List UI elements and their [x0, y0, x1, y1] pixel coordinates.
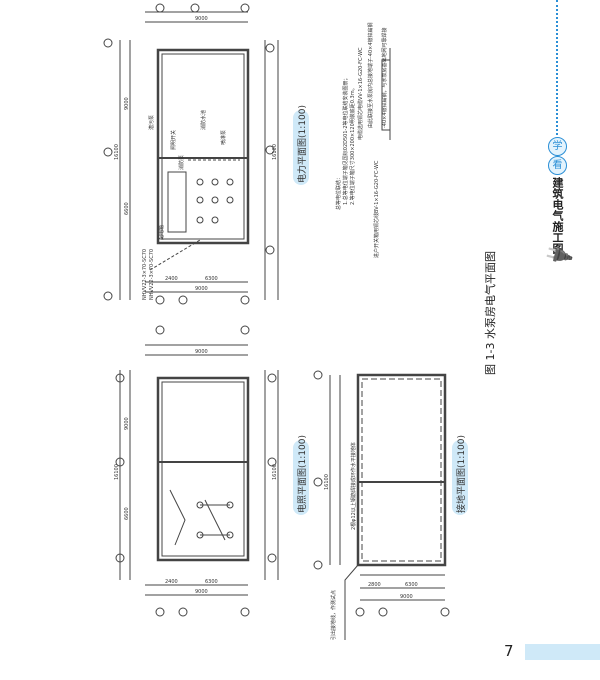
drawing-label: 2400: [165, 276, 178, 282]
dotted-divider: [556, 0, 558, 135]
drawing-label: 16100: [114, 464, 120, 480]
drawing-label: 引出接地线，作测试点: [330, 590, 337, 640]
dimensions: 16100 6600 9000 16100 9000 9000 2400 630…: [114, 16, 418, 600]
drawing-label: NHVV22-3×70-SC70: [142, 249, 148, 300]
drawing-label: 消防水池: [200, 110, 207, 130]
power-plan-notes: 总等电位联结： 1.总等电位端子箱见国标02D501-2等电位联结安装图册； 2…: [330, 22, 388, 640]
drawing-label: 总等电位联结：: [335, 175, 342, 210]
drawing-label: 照明开关: [170, 130, 177, 150]
drawing-label: 潜污泵: [148, 115, 155, 130]
sidebar: 学 看 建筑电气施工图 🔌: [532, 0, 600, 680]
drawing-label: 9000: [195, 16, 208, 22]
drawing-label: 9000: [195, 286, 208, 292]
page-number: 7: [504, 642, 514, 660]
drawing-label: 9000: [195, 589, 208, 595]
page-bar: [525, 644, 600, 660]
grounding-plan-drawing: [313, 370, 450, 640]
drawing-label: 由此联接至水泵房内总接地端子-40×4镀锌扁钢: [367, 22, 374, 128]
drawing-label: 2800: [368, 582, 381, 588]
power-plan-labels: 消防泵 喷淋泵 潜污泵 照明开关 配电箱 消防水池 NHVV22-3×70-SC…: [142, 110, 227, 300]
drawing-label: 配电箱: [158, 225, 165, 240]
drawing-label: 6600: [124, 202, 130, 215]
power-plan-drawing: [103, 3, 279, 305]
drawing-label: 2.等电位端子箱尺寸300×200×120明装底距0.3m。: [349, 85, 356, 205]
drawing-label: 16100: [114, 144, 120, 160]
drawing-label: 电缆选用铜芯电缆VV-1×16-G20-FC-WC: [357, 47, 364, 140]
drawing-label: 喷淋泵: [220, 130, 227, 145]
drawing-sheet: 电力平面图(1:100) 电照平面图(1:100) 接地平面图(1:100) 图…: [103, 3, 497, 640]
drawing-label: 1.总等电位端子箱见国标02D501-2等电位联结安装图册；: [342, 75, 349, 205]
drawing-label: 9000: [400, 594, 413, 600]
drawing-label: 9000: [124, 417, 130, 430]
grounding-plan-caption: 接地平面图(1:100): [455, 435, 467, 513]
drawing-label: 2400: [165, 579, 178, 585]
drawing-label: 6300: [205, 276, 218, 282]
lighting-plan-caption: 电照平面图(1:100): [296, 435, 308, 513]
book-title: 建筑电气施工图: [551, 177, 564, 254]
drawing-label: 2根φ12以上钢筋焊接成环作水平接地体: [350, 442, 357, 530]
drawing-label: NHVV22-3×70-SC70: [149, 249, 155, 300]
power-plan-caption: 电力平面图(1:100): [296, 105, 308, 183]
drawing-label: 9000: [124, 97, 130, 110]
drawing-label: 16100: [272, 464, 278, 480]
badge-read: 看: [548, 156, 567, 175]
lighting-plan-drawing: [115, 325, 279, 617]
plug-icon: 🔌: [541, 238, 576, 272]
drawing-label: -40×4镀锌扁钢，与水泵房基础地网可靠焊接: [381, 27, 388, 128]
drawing-label: 进户开关箱用铜芯线BV-1×16-G20-FC-WC: [373, 160, 380, 258]
captions: 电力平面图(1:100) 电照平面图(1:100) 接地平面图(1:100) 图…: [293, 105, 497, 515]
drawing-label: 16100: [324, 474, 330, 490]
drawing-label: 6300: [405, 582, 418, 588]
drawing-label: 6300: [205, 579, 218, 585]
figure-caption: 图 1-3 水泵房电气平面图: [483, 251, 497, 375]
badge-learn: 学: [548, 137, 567, 156]
drawing-label: 6600: [124, 507, 130, 520]
drawing-label: 9000: [195, 349, 208, 355]
drawing-label: 消防泵: [178, 155, 185, 170]
drawing-label: 16100: [272, 144, 278, 160]
